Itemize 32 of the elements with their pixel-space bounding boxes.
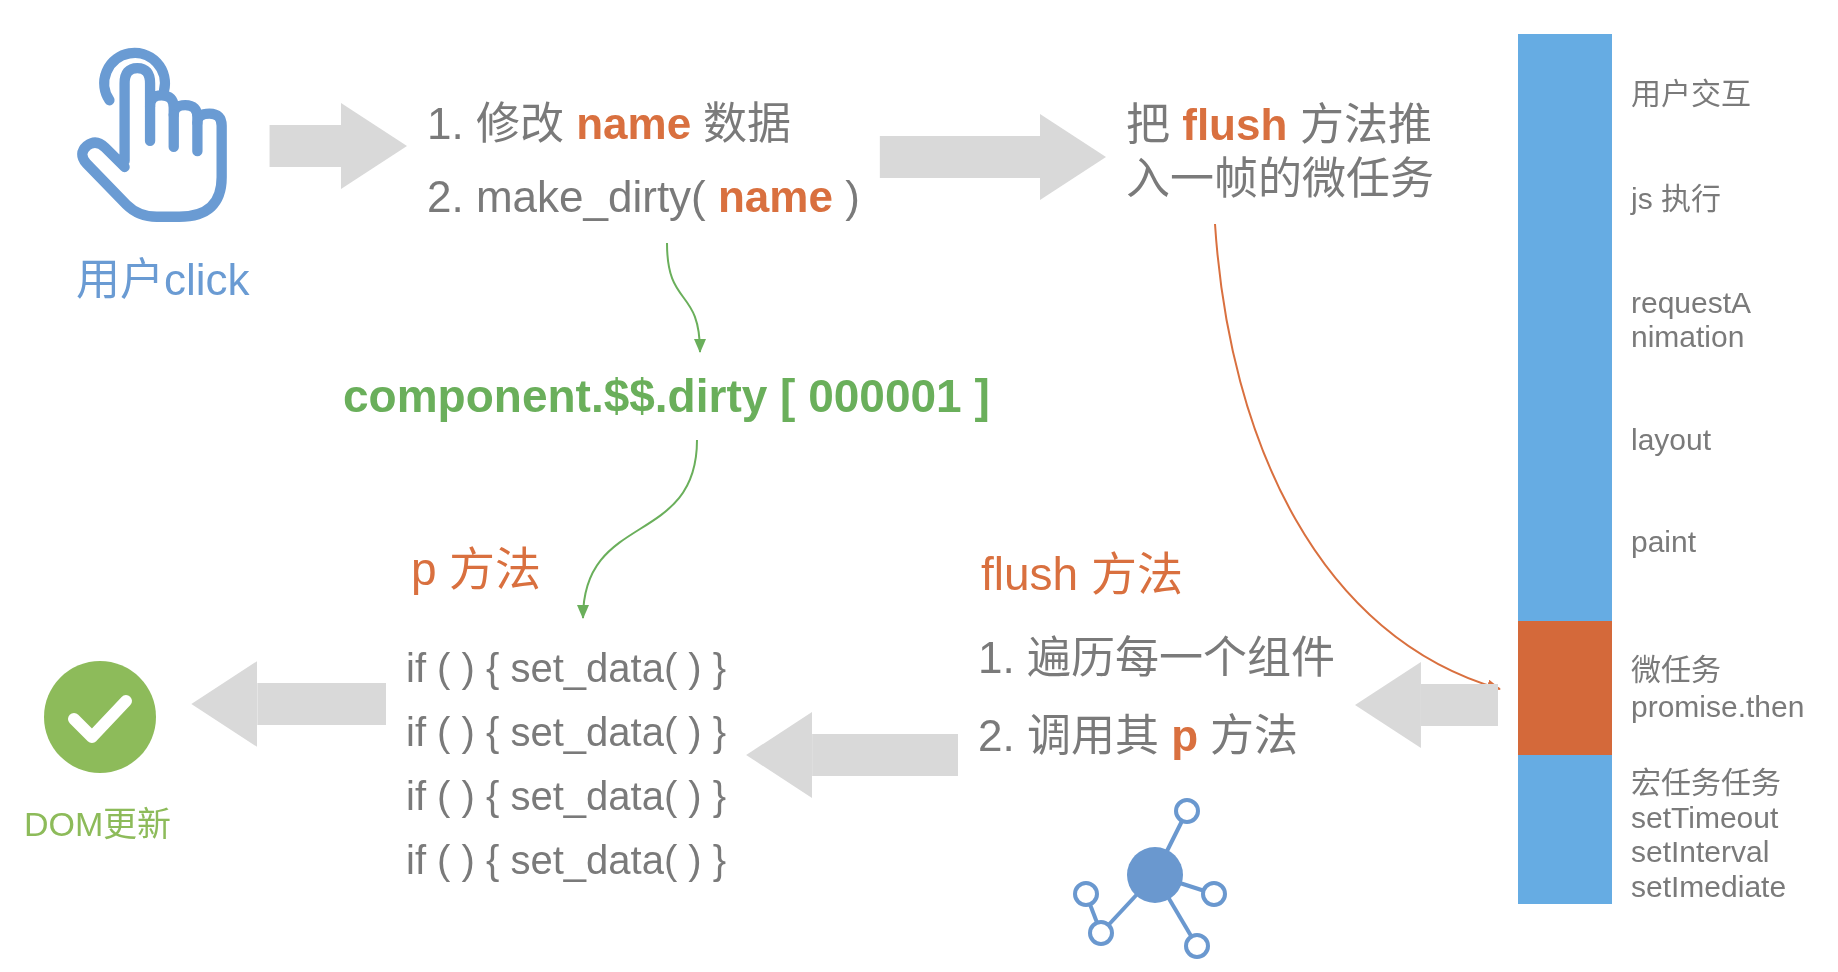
step-text: 2. 调用其 p 方法 <box>978 710 1299 762</box>
curved-arrow <box>666 242 706 353</box>
timeline-bar <box>1518 755 1612 904</box>
bar-label: js 执行 <box>1631 182 1721 216</box>
caption-text: 用户click <box>76 255 250 305</box>
curved-arrow <box>578 439 698 619</box>
code-text: component.$$.dirty [ 000001 ] <box>343 370 990 422</box>
bar-label: 微任务 promise.then <box>1631 652 1806 725</box>
bar-label: requestAnimation <box>1631 286 1753 354</box>
block-arrow <box>269 103 407 189</box>
block-arrow <box>746 712 958 798</box>
code-line: if ( ) { set_data( ) } <box>406 709 727 756</box>
bar-label: layout <box>1631 423 1712 457</box>
step-text: 1. 遍历每一个组件 <box>978 632 1335 684</box>
code-line: if ( ) { set_data( ) } <box>406 645 727 692</box>
code-line: if ( ) { set_data( ) } <box>406 773 727 820</box>
block-arrow <box>1354 662 1498 748</box>
step-text: 1. 修改 name 数据 <box>427 98 792 150</box>
caption-text: DOM更新 <box>24 804 172 844</box>
code-line: if ( ) { set_data( ) } <box>406 837 727 884</box>
step-text: 2. make_dirty( name ) <box>427 171 860 223</box>
heading-text: p 方法 <box>411 543 542 595</box>
bar-label: paint <box>1631 525 1697 559</box>
bar-label: 用户交互 <box>1631 77 1751 111</box>
block-arrow <box>879 114 1106 200</box>
heading-text: flush 方法 <box>981 548 1183 600</box>
block-arrow <box>191 661 386 747</box>
step-text: 把 flush 方法推入一帧的微任务 <box>1126 98 1444 206</box>
curved-arrow <box>1214 223 1501 691</box>
timeline-bar <box>1518 621 1612 755</box>
bar-label: 宏任务任务 setTimeout setInterval setImediate <box>1631 766 1788 905</box>
timeline-bar <box>1518 34 1612 621</box>
